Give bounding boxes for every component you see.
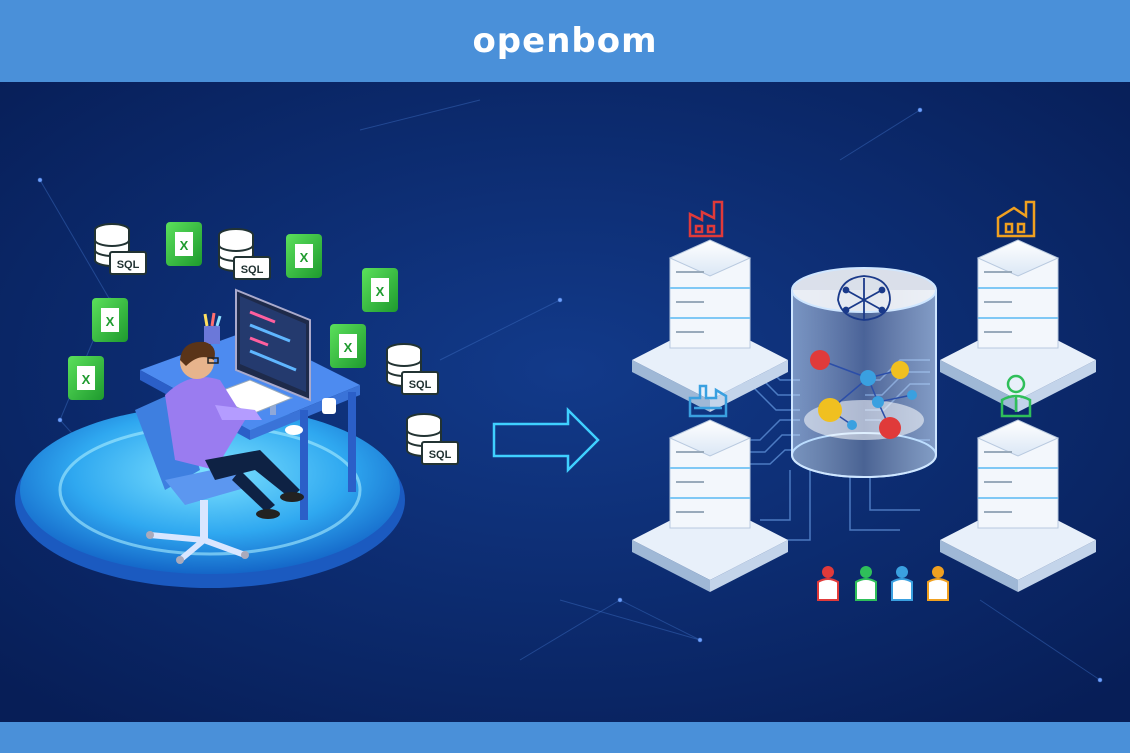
openbom-logo: openbom	[472, 21, 658, 61]
server-node-top-left	[631, 200, 789, 413]
svg-text:X: X	[344, 340, 353, 355]
server-node-bottom-left	[631, 384, 789, 593]
sql-label: SQL	[409, 379, 432, 391]
svg-text:X: X	[106, 314, 115, 329]
sql-label: SQL	[117, 259, 140, 271]
sql-database-icon: SQL	[94, 223, 147, 275]
person-green-icon	[1000, 374, 1032, 418]
developer-person	[165, 341, 304, 519]
excel-file-icon: X	[166, 222, 202, 266]
sql-database-icon: SQL	[218, 228, 271, 280]
svg-text:X: X	[376, 284, 385, 299]
floating-data-sources: SQL SQL SQL SQL X	[68, 222, 459, 465]
sql-database-icon: SQL	[406, 413, 459, 465]
footer-bar	[0, 722, 1130, 753]
team-people	[817, 566, 949, 601]
person-orange-icon	[927, 566, 949, 601]
person-red-icon	[817, 566, 839, 601]
desk-items	[203, 312, 336, 435]
server-node-top-right	[939, 200, 1097, 413]
factory-orange-icon	[996, 200, 1036, 238]
monitor	[235, 288, 311, 415]
excel-file-icon: X	[330, 324, 366, 368]
svg-text:X: X	[82, 372, 91, 387]
svg-text:X: X	[300, 250, 309, 265]
excel-file-icon: X	[68, 356, 104, 400]
header-bar: openbom	[0, 0, 1130, 82]
sql-label: SQL	[429, 449, 452, 461]
excel-file-icon: X	[92, 298, 128, 342]
factory-red-icon	[688, 200, 724, 238]
svg-text:X: X	[180, 238, 189, 253]
sql-label: SQL	[241, 264, 264, 276]
excel-file-icon: X	[286, 234, 322, 278]
central-data-cylinder	[791, 267, 937, 478]
neural-network-icon	[837, 275, 891, 321]
sql-database-icon: SQL	[386, 343, 439, 395]
excel-file-icon: X	[362, 268, 398, 312]
person-green-icon	[855, 566, 877, 601]
data-graph-nodes	[810, 350, 917, 439]
server-node-bottom-right	[939, 374, 1097, 593]
person-blue-icon	[891, 566, 913, 601]
illustration: SQL SQL SQL SQL X	[0, 82, 1130, 722]
plant-blue-icon	[688, 384, 728, 418]
transform-arrow-icon	[492, 406, 600, 474]
